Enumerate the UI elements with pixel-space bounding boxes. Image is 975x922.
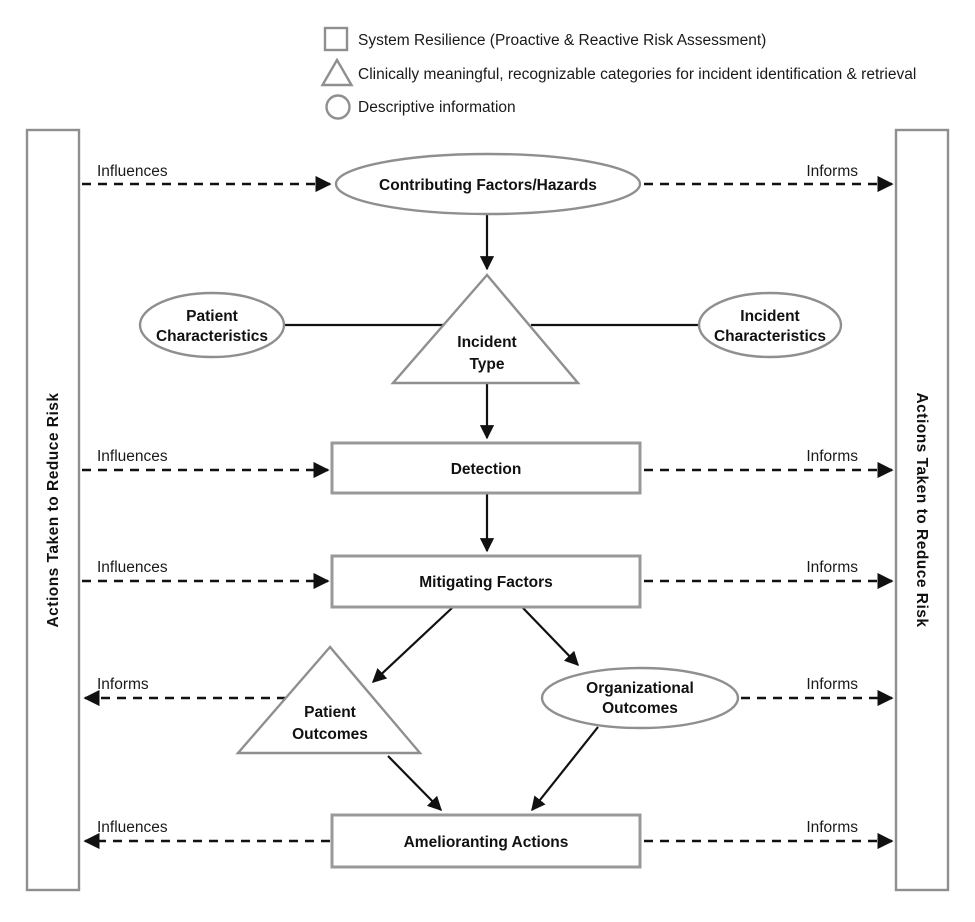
solid-edges	[285, 214, 699, 812]
arrow-mitigating-to-patient-outcomes	[371, 607, 453, 683]
edge-label: Informs	[806, 163, 858, 180]
node-patient-outcomes-triangle	[235, 645, 423, 755]
node-patient-characteristics-line2: Characteristics	[156, 328, 268, 345]
legend-item-label-circle: Descriptive information	[358, 99, 516, 116]
right-risk-bar	[894, 128, 950, 892]
edge-label: Influences	[97, 559, 168, 576]
legend-square-icon	[323, 26, 349, 52]
edge-label: Influences	[97, 448, 168, 465]
node-detection-label: Detection	[451, 461, 522, 478]
edge-label: Influences	[97, 163, 168, 180]
legend-item-label-triangle: Clinically meaningful, recognizable cate…	[358, 66, 916, 83]
node-ameliorating-actions-box	[330, 813, 642, 869]
legend-item-label-square: System Resilience (Proactive & Reactive …	[358, 32, 766, 49]
node-ameliorating-actions-label: Amelioranting Actions	[404, 834, 569, 851]
edge-label: Informs	[806, 676, 858, 693]
edge-label: Informs	[806, 448, 858, 465]
node-incident-type-line2: Type	[469, 356, 504, 373]
node-patient-outcomes-line2: Outcomes	[292, 726, 368, 743]
edge-label: Influences	[97, 819, 168, 836]
left-risk-bar	[25, 128, 81, 892]
node-patient-outcomes-line1: Patient	[304, 704, 356, 721]
arrow-organizational-outcomes-to-ameliorating	[531, 726, 599, 812]
edge-label: Informs	[806, 559, 858, 576]
arrow-patient-outcomes-to-ameliorating	[387, 755, 443, 812]
node-contributing-factors-ellipse	[334, 152, 642, 216]
arrow-mitigating-to-organizational-outcomes	[522, 607, 579, 667]
node-incident-characteristics-ellipse	[697, 291, 843, 359]
node-organizational-outcomes-line1: Organizational	[586, 680, 694, 697]
node-incident-type-triangle	[390, 273, 581, 385]
legend-triangle-icon	[320, 57, 354, 87]
edge-label: Informs	[97, 676, 149, 693]
node-incident-characteristics-line2: Characteristics	[714, 328, 826, 345]
edge-label: Informs	[806, 819, 858, 836]
node-incident-type-line1: Incident	[457, 334, 516, 351]
node-mitigating-factors-box	[330, 554, 642, 609]
right-risk-bar-label: Actions Taken to Reduce Risk	[913, 392, 930, 627]
node-organizational-outcomes-ellipse	[540, 666, 740, 730]
legend: System Resilience (Proactive & Reactive …	[320, 26, 916, 120]
node-organizational-outcomes-line2: Outcomes	[602, 700, 678, 717]
node-mitigating-factors-label: Mitigating Factors	[419, 574, 552, 591]
node-patient-characteristics-ellipse	[138, 291, 286, 359]
legend-circle-icon	[325, 94, 351, 120]
node-detection-box	[330, 441, 642, 495]
node-incident-characteristics-line1: Incident	[740, 308, 799, 325]
left-risk-bar-label: Actions Taken to Reduce Risk	[45, 392, 62, 627]
node-patient-characteristics-line1: Patient	[186, 308, 238, 325]
nodes: Contributing Factors/Hazards Patient Cha…	[138, 152, 843, 869]
dashed-edges: Influences Informs Influences Informs In…	[82, 163, 894, 850]
node-contributing-factors-label: Contributing Factors/Hazards	[379, 177, 597, 194]
